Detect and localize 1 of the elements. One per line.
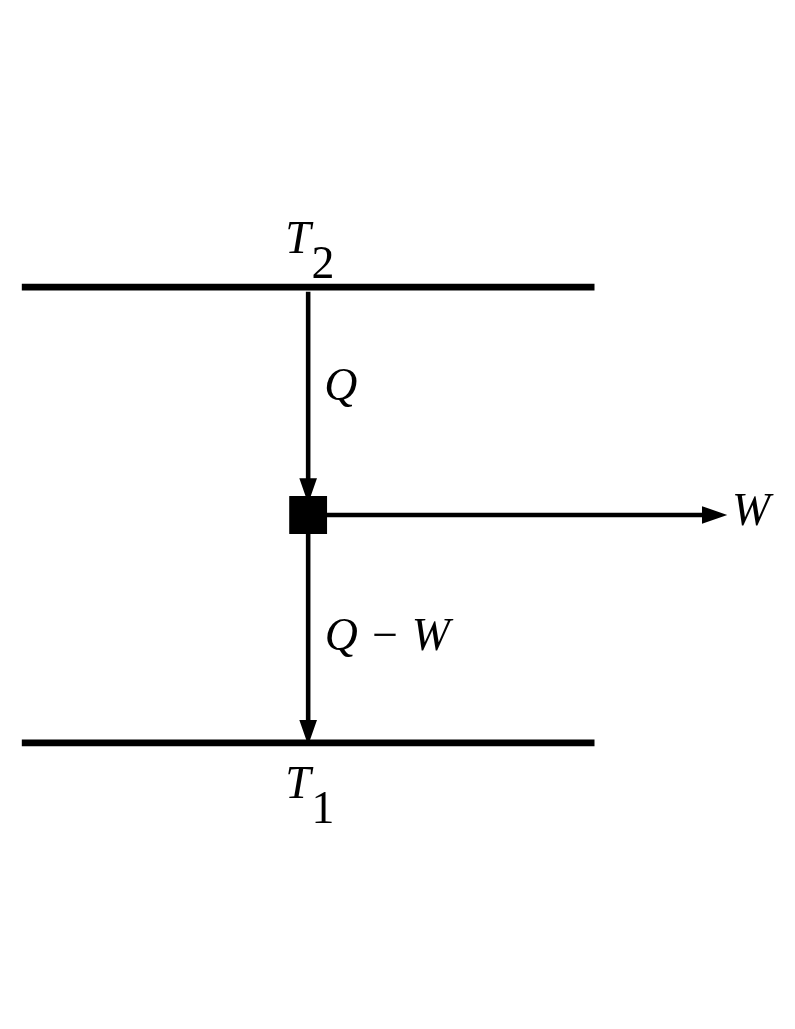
edge-label: Q — [324, 358, 358, 410]
